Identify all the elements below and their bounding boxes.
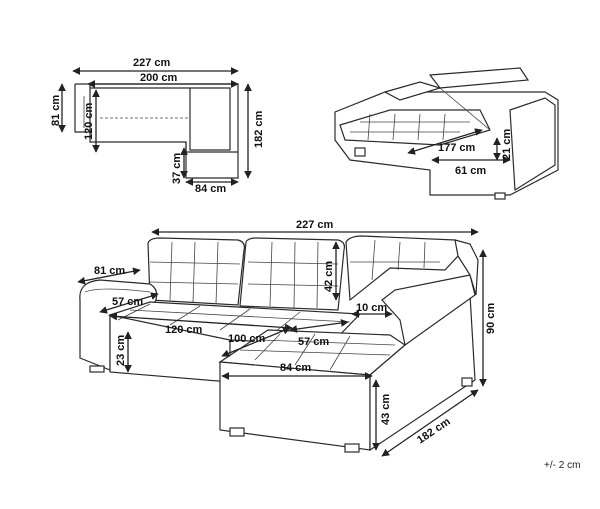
dim-line-main-chaise-seat [289, 319, 349, 333]
chaise-front [219, 361, 371, 451]
left-armrest-seam [84, 288, 151, 293]
label-main-backrest: 42 cm [323, 261, 335, 292]
label-top-depth: 81 cm [50, 95, 62, 126]
bed-lid-line [439, 87, 491, 131]
foot-right [344, 443, 360, 453]
label-main-seat: 120 cm [165, 324, 203, 336]
label-main-seat-depth: 57 cm [112, 296, 143, 308]
label-bed-length: 177 cm [438, 142, 476, 154]
label-main-chaise-seat: 57 cm [298, 336, 329, 348]
label-main-chaise-width: 84 cm [280, 362, 311, 374]
backrest-tufting [149, 239, 440, 309]
label-main-total-height: 90 cm [485, 303, 497, 334]
backrest-cushion-middle [239, 237, 345, 311]
label-top-seat: 200 cm [140, 72, 178, 84]
dim-line-main-seat-depth [99, 292, 159, 314]
dim-line-bed-length [407, 128, 483, 155]
label-main-chaise-inner: 100 cm [228, 333, 266, 345]
foot-back [461, 377, 473, 387]
dim-line-main-chaise-inner [221, 327, 291, 357]
main-view: 227 cm 81 cm 42 cm 57 cm 120 cm 10 cm 10… [77, 219, 497, 457]
plan-inner [90, 87, 231, 151]
plan-arm-left [74, 84, 90, 133]
chaise-back-corner [454, 239, 479, 296]
label-top-chaise: 182 cm [253, 110, 265, 148]
label-main-seat-height: 23 cm [115, 335, 127, 366]
bed-backrest [383, 81, 443, 101]
label-bed-storage: 61 cm [455, 165, 486, 177]
label-main-chaise-height: 43 cm [380, 394, 392, 425]
foot-middle [229, 427, 245, 437]
dim-line-main-chaise-length [381, 389, 479, 457]
label-bed-storage-height: 21 cm [501, 129, 513, 160]
label-main-depth: 81 cm [94, 265, 125, 277]
dim-line-main-seat [109, 312, 293, 332]
label-top-armrest: 37 cm [171, 153, 183, 184]
label-top-chaise-width: 84 cm [195, 183, 226, 195]
tolerance-note: +/- 2 cm [544, 460, 580, 471]
label-top-overall: 227 cm [133, 57, 171, 69]
bed-foot-right [494, 192, 506, 200]
chaise-armrest [381, 274, 476, 347]
bed-lid [428, 67, 530, 89]
bed-foot-left [354, 147, 366, 157]
dim-line-main-depth [77, 267, 141, 285]
bed-view: 177 cm 61 cm 21 cm [334, 67, 559, 200]
label-main-overall: 227 cm [296, 219, 334, 231]
top-view-plan: 227 cm 200 cm 81 cm 120 cm 182 cm 37 cm … [50, 57, 265, 195]
label-top-seat-depth: 120 cm [83, 102, 95, 140]
label-main-cushion: 10 cm [356, 302, 387, 314]
bed-tufting [350, 113, 470, 141]
foot-left [89, 365, 105, 373]
backrest-cushion-left [147, 237, 245, 306]
bed-chaise-side [509, 97, 556, 192]
